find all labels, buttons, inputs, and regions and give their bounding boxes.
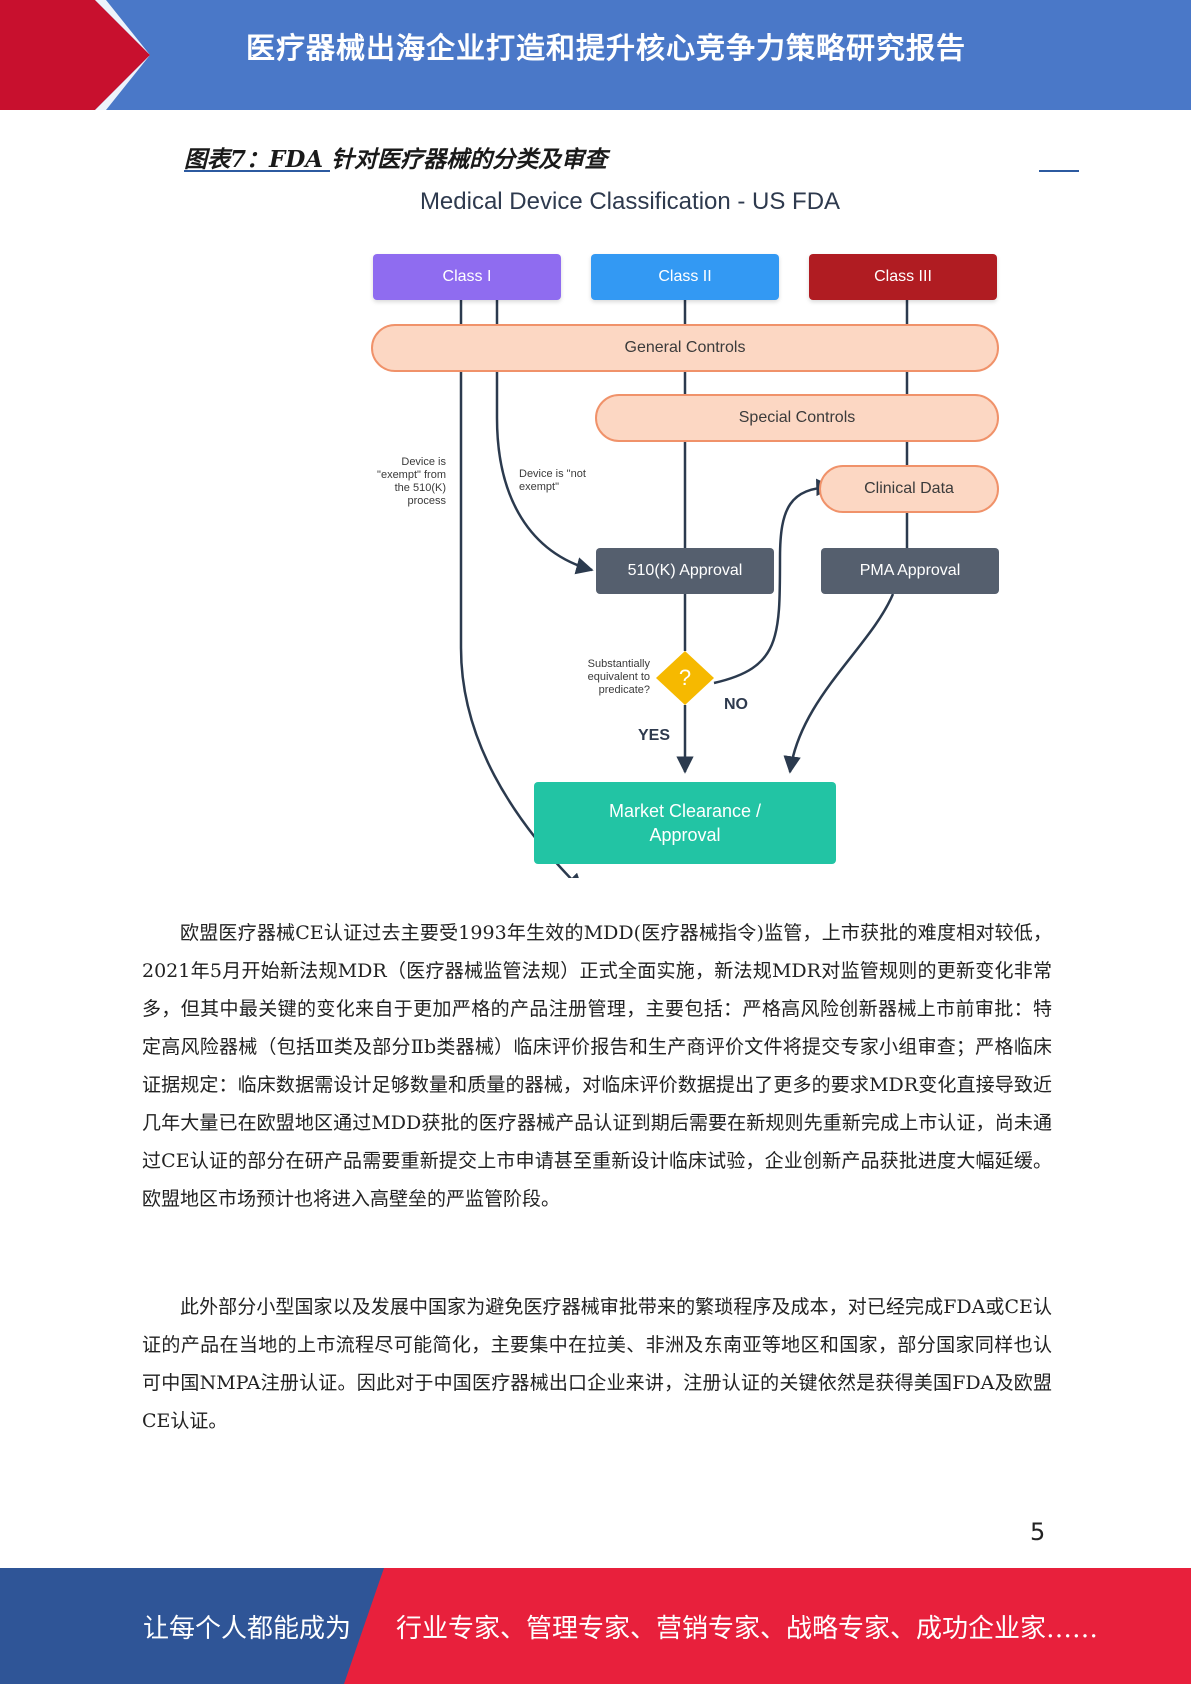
question-mark-icon: ? (678, 665, 692, 690)
footer-slogan-right: 行业专家、管理专家、营销专家、战略专家、成功企业家…… (396, 1614, 1099, 1644)
diagram-title: Medical Device Classification - US FDA (419, 188, 841, 215)
fda-classification-diagram: Medical Device Classification - US FDA C… (180, 178, 1080, 878)
market-clearance-box: Market Clearance / Approval (534, 782, 836, 864)
figure-caption: 图表7：FDA 针对医疗器械的分类及审查 (184, 146, 608, 173)
class-3-box: Class III (809, 254, 997, 300)
no-label: NO (724, 696, 748, 713)
class-2-box: Class II (591, 254, 779, 300)
no-path (713, 478, 834, 685)
special-controls-pill: Special Controls (595, 394, 999, 442)
exempt-note: Device is "exempt" from the 510(K) proce… (377, 456, 446, 507)
footer-band (0, 1568, 1191, 1684)
page-footer: 让每个人都能成为 行业专家、管理专家、营销专家、战略专家、成功企业家…… (0, 1568, 1191, 1684)
page-number: 5 (1030, 1518, 1046, 1546)
clinical-data-pill: Clinical Data (819, 465, 999, 513)
caption-underline (184, 170, 330, 172)
header-red-arrow-icon (0, 0, 150, 110)
pma-to-market-path (783, 593, 895, 774)
diagram-connectors (459, 298, 909, 878)
question-note: Substantially equivalent to predicate? (587, 658, 650, 696)
caption-rule-right (1039, 170, 1079, 172)
body-paragraph-1: 欧盟医疗器械CE认证过去主要受1993年生效的MDD(医疗器械指令)监管，上市获… (142, 922, 1052, 1210)
yes-label: YES (638, 727, 671, 744)
not-exempt-note: Device is "not exempt" (519, 468, 586, 493)
general-controls-pill: General Controls (371, 324, 999, 372)
decision-diamond (656, 651, 714, 705)
page-header: 医疗器械出海企业打造和提升核心竞争力策略研究报告 (0, 0, 1191, 110)
class-1-box: Class I (373, 254, 561, 300)
body-paragraph-2: 此外部分小型国家以及发展中国家为避免医疗器械审批带来的繁琐程序及成本，对已经完成… (142, 1296, 1052, 1432)
510k-approval-box: 510(K) Approval (596, 548, 774, 594)
footer-slogan-left: 让每个人都能成为 (143, 1614, 352, 1644)
pma-approval-box: PMA Approval (821, 548, 999, 594)
report-title: 医疗器械出海企业打造和提升核心竞争力策略研究报告 (246, 31, 967, 65)
not-exempt-path (495, 298, 594, 575)
